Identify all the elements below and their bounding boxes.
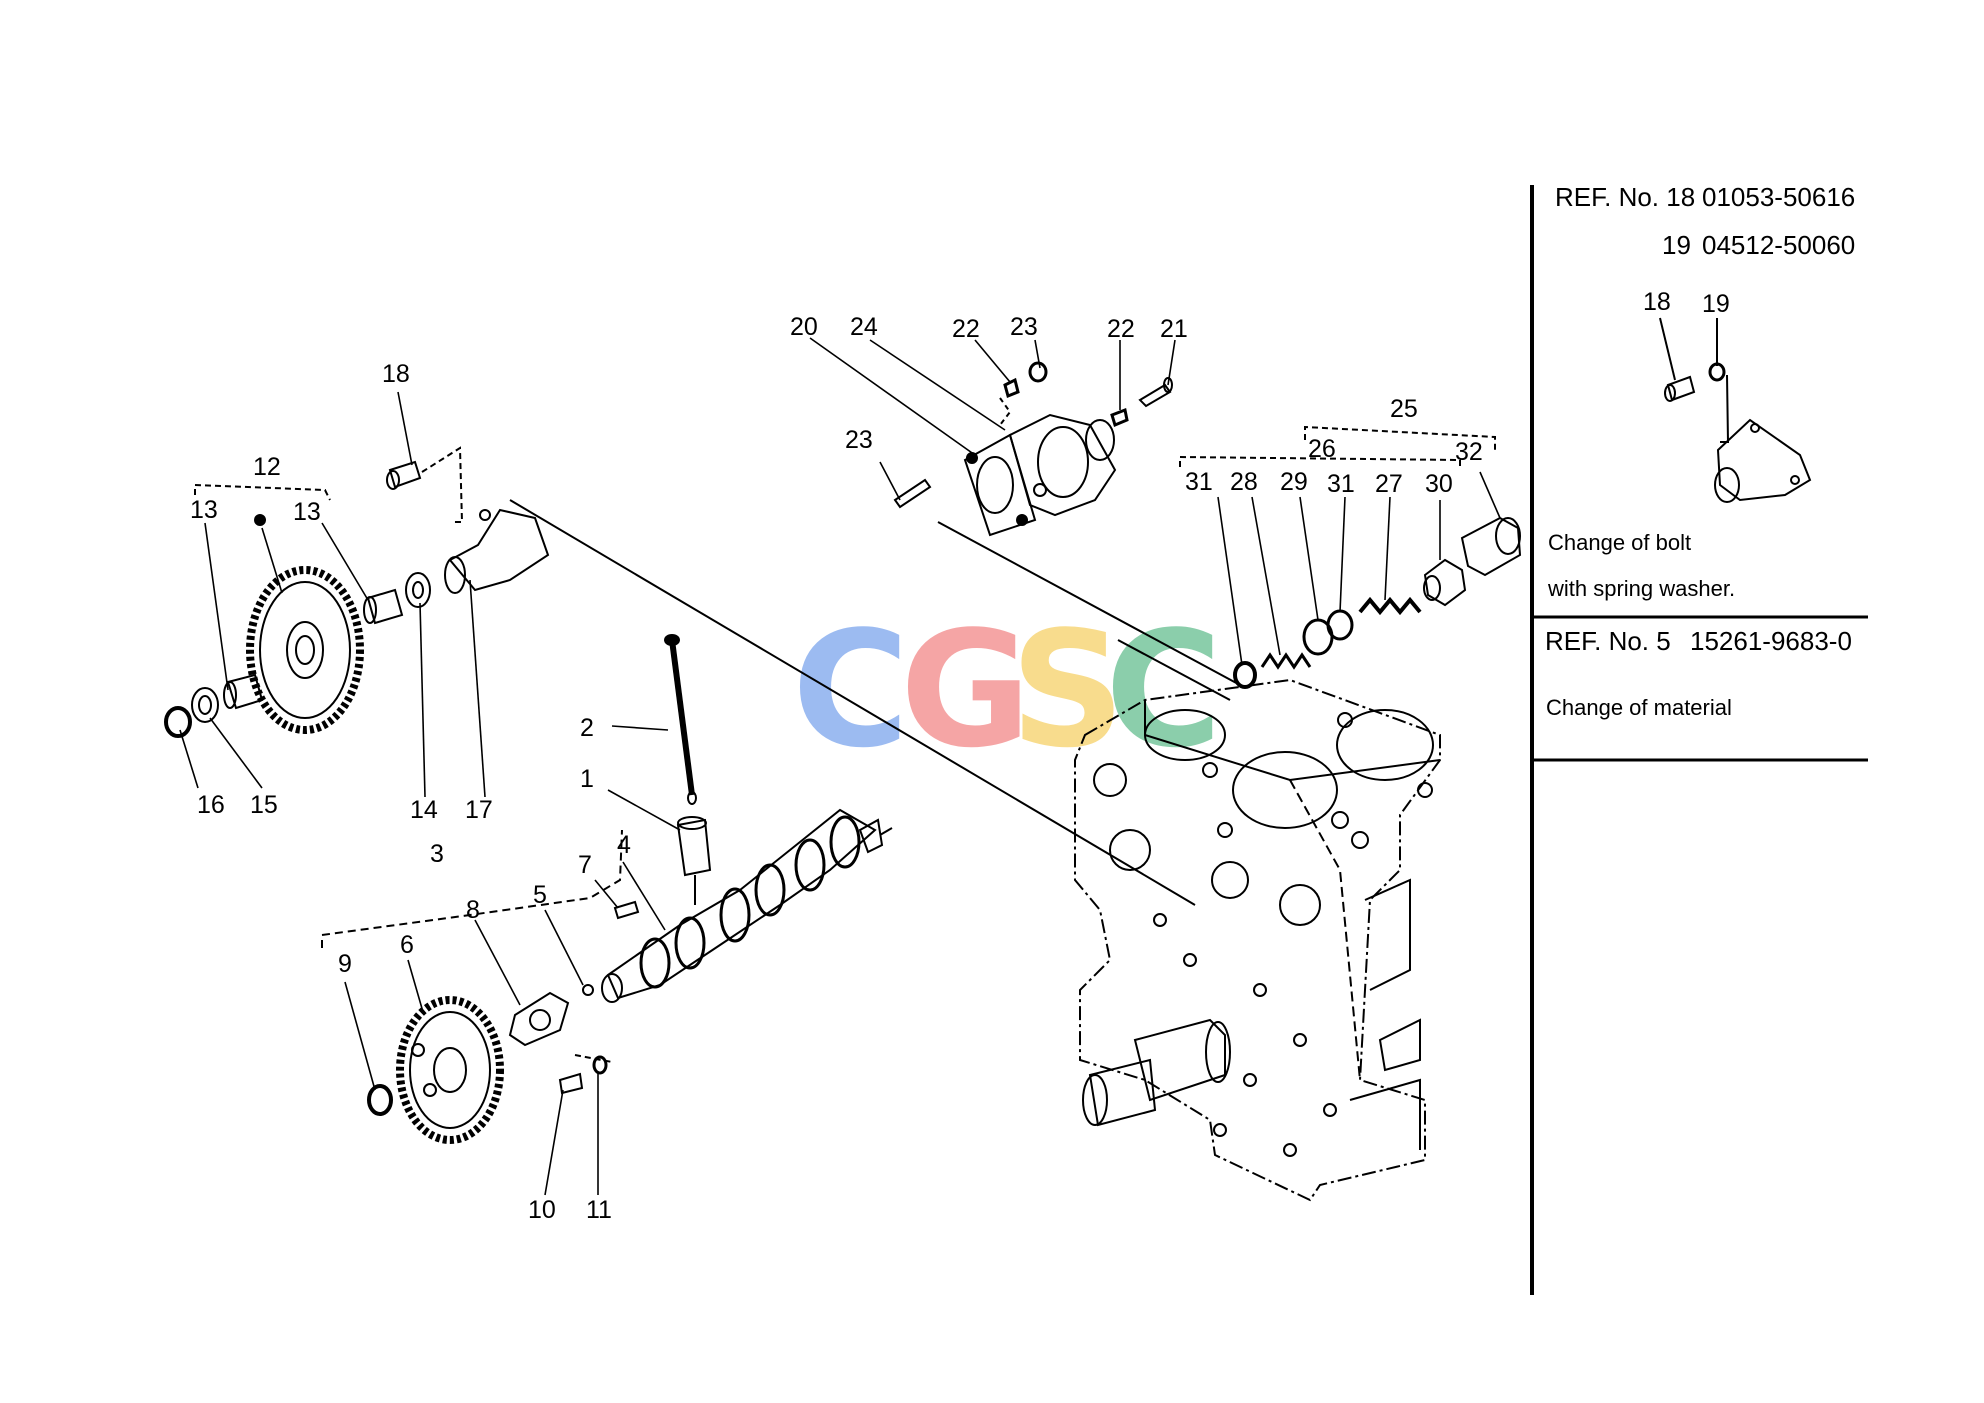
ref-18-label: REF. No. 18 <box>1555 182 1696 212</box>
callout-12: 12 <box>253 453 281 481</box>
callout-25: 25 <box>1390 395 1418 423</box>
camshaft-group <box>321 634 893 1144</box>
callout-8: 8 <box>466 896 480 924</box>
inset-callout-18: 18 <box>1643 288 1671 316</box>
note-change-of-bolt: Change of bolt <box>1548 530 1692 555</box>
inset-callout-19: 19 <box>1702 290 1730 318</box>
note-change-of-material: Change of material <box>1546 695 1732 720</box>
callout-4: 4 <box>617 831 631 859</box>
callout-15: 15 <box>250 791 278 819</box>
callout-14: 14 <box>410 796 438 824</box>
callout-18: 18 <box>382 360 410 388</box>
callout-11: 11 <box>586 1196 612 1224</box>
callout-2: 2 <box>580 714 594 742</box>
callout-26: 26 <box>1308 435 1336 463</box>
callout-9: 9 <box>338 950 352 978</box>
cgsc-watermark: C G S C <box>792 596 1222 783</box>
idler-gear-group <box>164 446 550 738</box>
callout-10: 10 <box>528 1196 556 1224</box>
inset-bolt-drawing: 18 19 <box>1643 288 1812 503</box>
callout-23-top: 23 <box>1010 313 1038 341</box>
callout-numbers: 1 2 3 4 5 6 7 8 9 10 11 12 13 13 14 15 1… <box>190 313 1483 1224</box>
callout-23-left: 23 <box>845 426 873 454</box>
callout-13-left: 13 <box>190 496 218 524</box>
ref-19-part-number: 04512-50060 <box>1702 230 1856 260</box>
callout-7: 7 <box>578 851 592 879</box>
oil-pump-group <box>893 361 1173 537</box>
callout-31-left: 31 <box>1185 468 1213 496</box>
callout-27: 27 <box>1375 470 1403 498</box>
callout-13-right: 13 <box>293 498 321 526</box>
note-spring-washer: with spring washer. <box>1548 576 1736 601</box>
callout-30: 30 <box>1425 470 1453 498</box>
relief-valve-group <box>1179 425 1522 689</box>
callout-21: 21 <box>1160 315 1188 343</box>
callout-24: 24 <box>850 313 878 341</box>
callout-6: 6 <box>400 931 414 959</box>
ref-19-number: 19 <box>1662 230 1691 260</box>
callout-31-right: 31 <box>1327 470 1355 498</box>
callout-22-right: 22 <box>1107 315 1135 343</box>
watermark-letter-g: G <box>900 596 1031 783</box>
panel-dividers <box>1530 185 1868 1295</box>
callout-leaders <box>179 337 1501 1196</box>
ref-5-label: REF. No. 5 <box>1545 626 1671 656</box>
callout-16: 16 <box>197 791 225 819</box>
engine-block <box>1074 678 1441 1202</box>
callout-3: 3 <box>430 840 444 868</box>
callout-29: 29 <box>1280 468 1308 496</box>
callout-22-left: 22 <box>952 315 980 343</box>
watermark-letter-c1: C <box>792 596 909 783</box>
callout-5: 5 <box>533 881 547 909</box>
ref-18-part-number: 01053-50616 <box>1702 182 1856 212</box>
ref-5-part-number: 15261-9683-0 <box>1690 626 1852 656</box>
callout-17: 17 <box>465 796 493 824</box>
callout-20: 20 <box>790 313 818 341</box>
callout-28: 28 <box>1230 468 1258 496</box>
watermark-letter-s: S <box>1010 596 1125 783</box>
callout-32: 32 <box>1455 438 1483 466</box>
callout-1: 1 <box>580 765 594 793</box>
watermark-letter-c2: C <box>1105 596 1222 783</box>
